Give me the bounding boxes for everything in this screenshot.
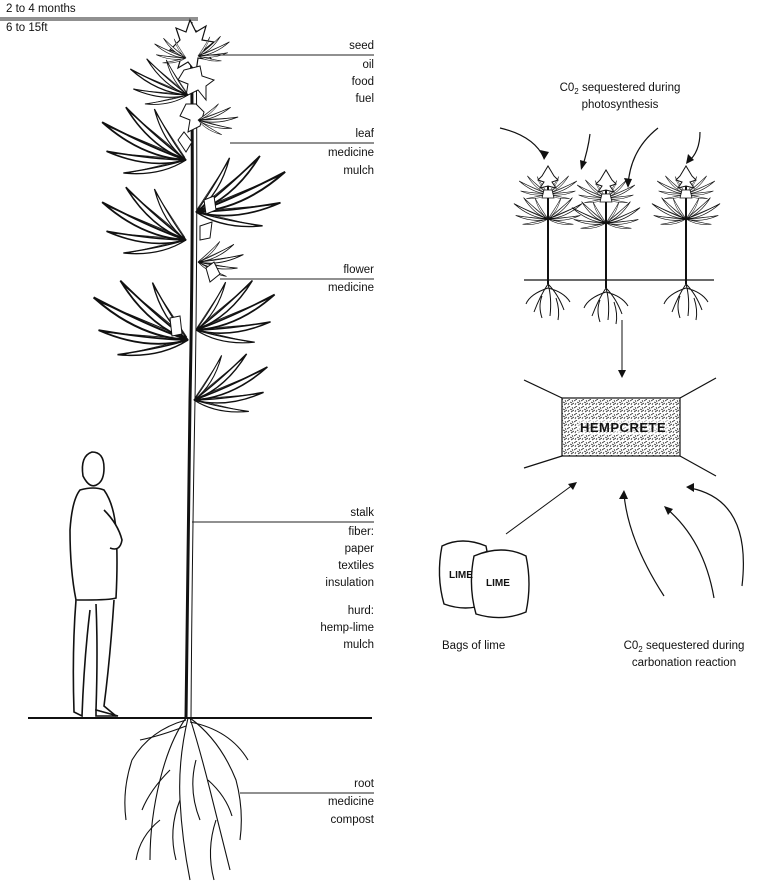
- hurd-use: hemp-lime: [320, 623, 374, 635]
- co2-carbonation-caption-line2: carbonation reaction: [600, 658, 768, 670]
- fiber-label: fiber:: [348, 527, 374, 539]
- hempcrete-label: HEMPCRETE: [578, 420, 668, 435]
- co2-carbonation-caption: C02 sequestered during: [600, 641, 768, 653]
- time-label: 2 to 4 months: [6, 4, 76, 16]
- leaf-use: mulch: [343, 166, 374, 178]
- lime-bag-label: LIME: [449, 570, 473, 581]
- seed-use: food: [352, 77, 374, 89]
- fiber-use: paper: [345, 544, 374, 556]
- mini-plant: [512, 166, 583, 320]
- fiber-use: insulation: [325, 578, 374, 590]
- person-figure: [70, 452, 122, 716]
- flower-label: flower: [343, 265, 374, 277]
- hurd-use: mulch: [343, 640, 374, 652]
- fiber-use: textiles: [338, 561, 374, 573]
- stalk-label: stalk: [350, 508, 374, 520]
- seed-use: fuel: [355, 94, 374, 106]
- mini-plant: [650, 166, 721, 320]
- root-label: root: [354, 779, 374, 791]
- leaf-label: leaf: [355, 129, 374, 141]
- flower-use: medicine: [328, 283, 374, 295]
- co2-photosynthesis-caption: C02 sequestered during: [520, 83, 720, 95]
- root-use: compost: [331, 815, 374, 827]
- co2-photosynthesis-arrows: [500, 128, 700, 186]
- root-use: medicine: [328, 797, 374, 809]
- lime-bag-label: LIME: [486, 578, 510, 589]
- height-label: 6 to 15ft: [6, 23, 48, 35]
- seed-label: seed: [349, 41, 374, 53]
- plant-roots: [125, 718, 248, 880]
- mini-plant: [570, 170, 641, 324]
- hurd-label: hurd:: [348, 606, 374, 618]
- leaf-use: medicine: [328, 148, 374, 160]
- bags-caption: Bags of lime: [442, 641, 505, 653]
- seed-use: oil: [362, 60, 374, 72]
- co2-photosynthesis-caption-line2: photosynthesis: [520, 100, 720, 112]
- co2-carbonation-arrows: [624, 488, 743, 598]
